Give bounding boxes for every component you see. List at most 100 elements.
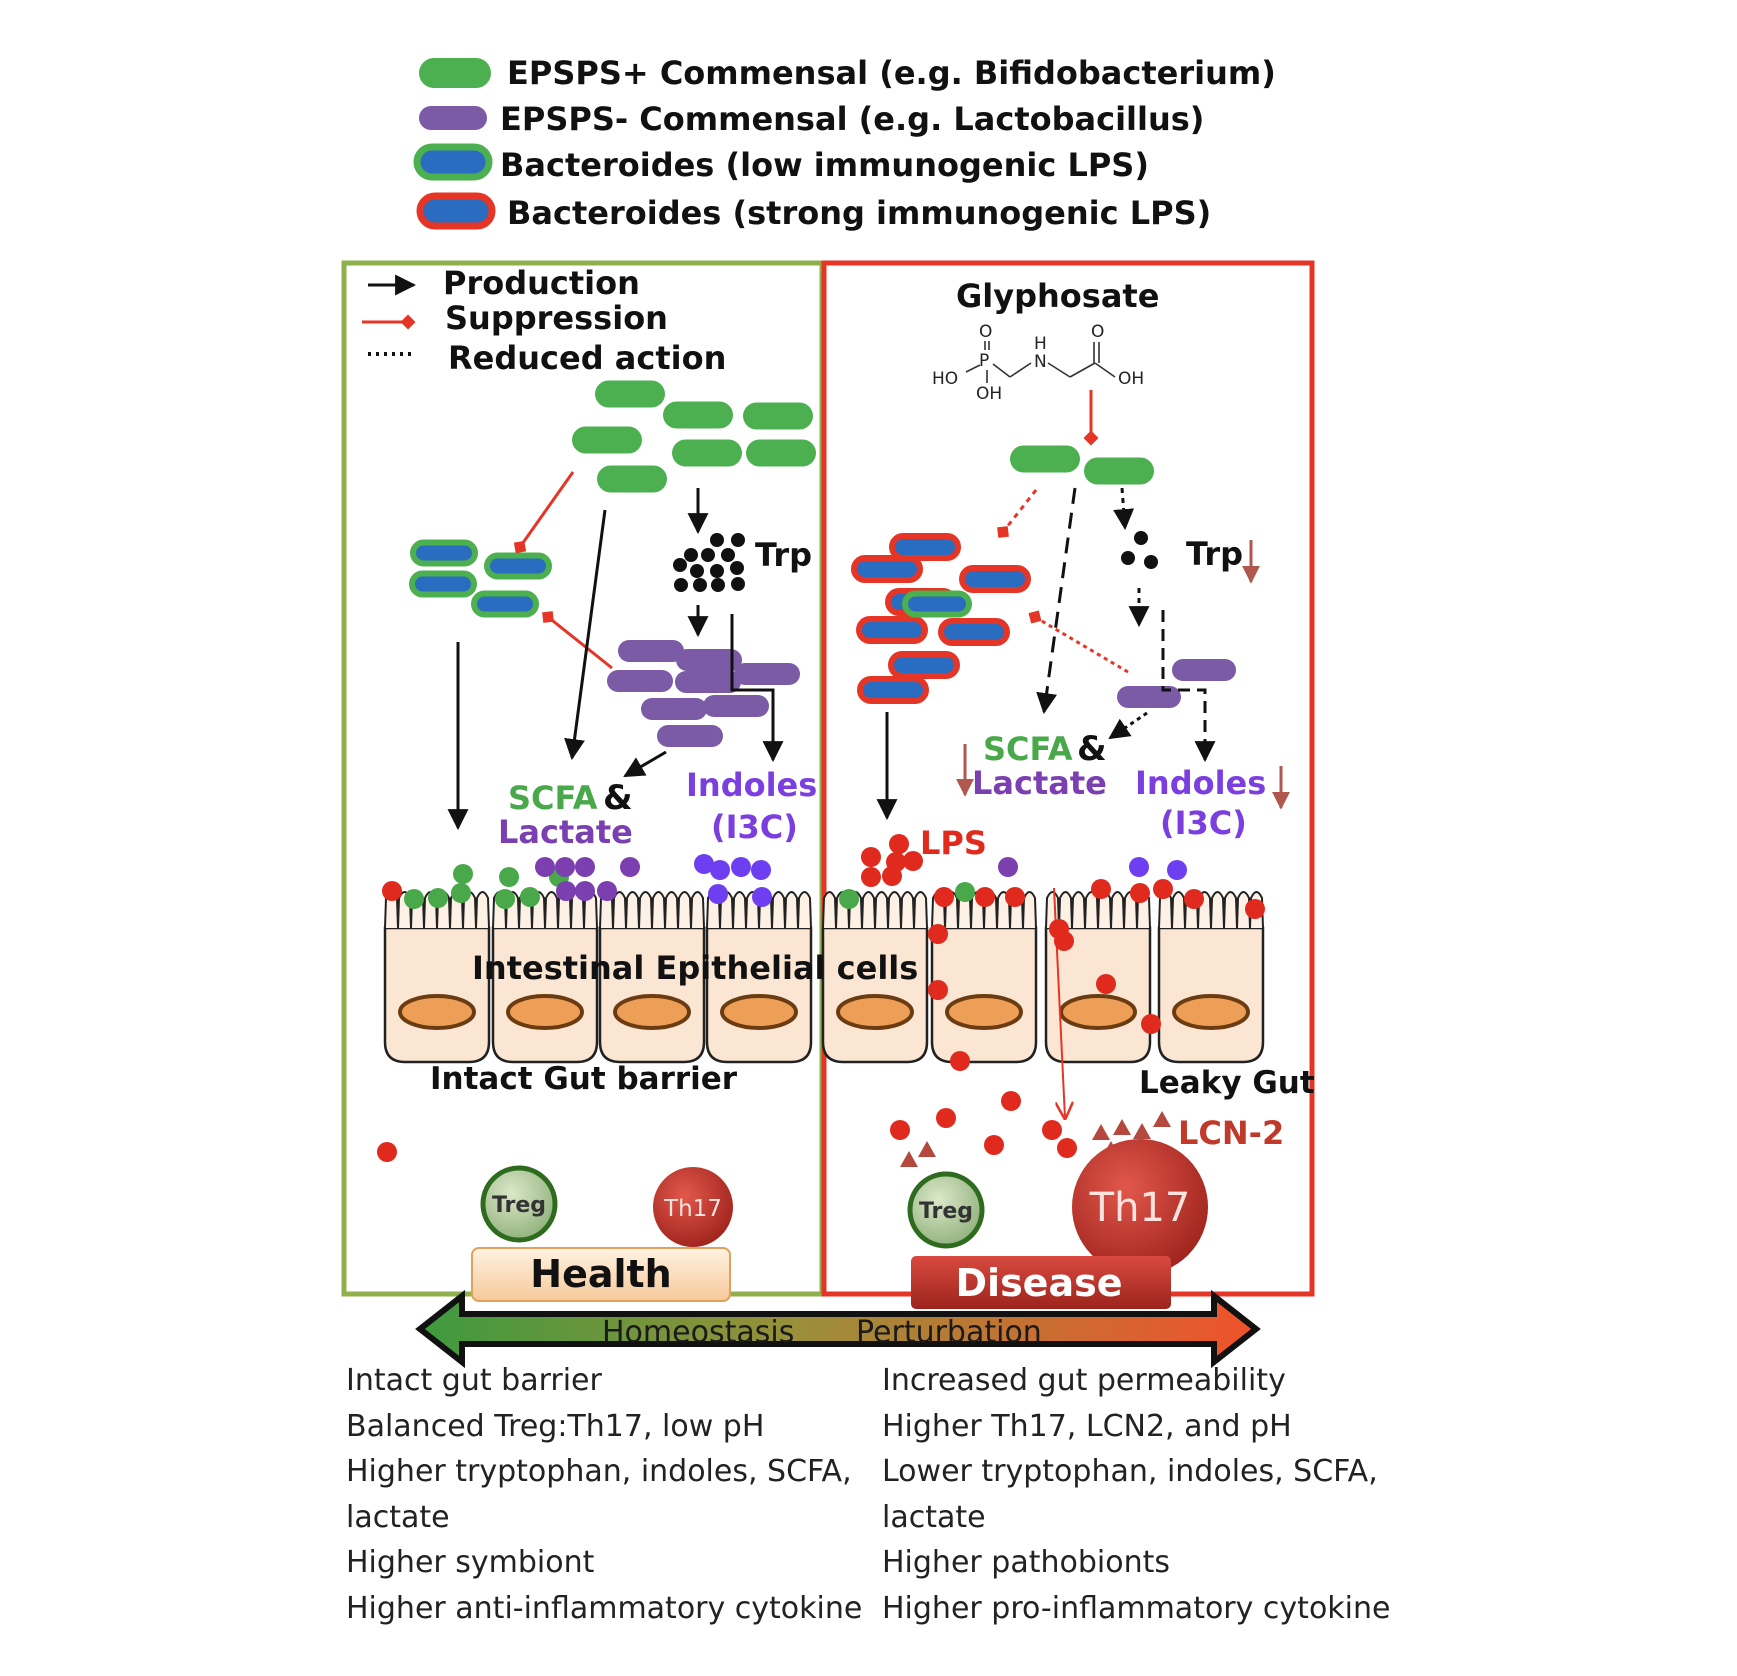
metabolite-dot [936,1108,956,1128]
cell-nucleus [398,994,476,1030]
trp-dot [711,578,725,592]
purple-bacterium [1172,659,1236,681]
th17-label-disease: Th17 [1089,1185,1191,1231]
legend-label-epsps-negative: EPSPS- Commensal (e.g. Lactobacillus) [500,100,1204,138]
trp-dot [673,558,687,572]
green-bacterium [743,402,813,430]
blue-green-bacterium-icon [413,143,493,181]
epithelial-cell [821,891,929,1064]
trp-label-disease: Trp [1186,535,1243,573]
treg-cell-disease: Treg [907,1171,985,1249]
legend-label-bacteroides-low: Bacteroides (low immunogenic LPS) [500,146,1149,184]
metabolite-dot [1129,857,1149,877]
production-arrow [623,750,667,778]
cell-nucleus [720,994,798,1030]
purple-bacterium [676,649,742,671]
metabolite-dot [555,857,575,877]
metabolite-dot [861,847,881,867]
metabolite-dot [556,881,576,901]
blue-red-bacterium-icon [416,192,496,230]
bacteroides-strong-lps [889,533,961,561]
lcn2-triangle [918,1141,936,1157]
metabolite-dot [1141,1014,1161,1034]
trp-dot [1144,555,1158,569]
lcn2-triangle [900,1151,918,1167]
summary-line: Higher symbiont [346,1545,595,1580]
metabolite-dot [428,888,448,908]
metabolite-dot [839,889,859,909]
purple-bacterium [703,695,769,717]
treg-cell-health: Treg [480,1165,558,1243]
purple-bacterium [618,640,684,662]
trp-dot [1121,551,1135,565]
summary-line: Higher anti-inflammatory cytokine [346,1590,863,1626]
reduced-suppression-arrow [1028,610,1129,674]
green-bacterium [1010,445,1080,473]
metabolite-dot [998,857,1018,877]
trp-label: Trp [755,536,812,574]
metabolite-dot [890,1120,910,1140]
leaky-gut-label: Leaky Gut [1139,1065,1315,1101]
lcn2-triangle [1092,1124,1110,1140]
metabolite-dot [520,887,540,907]
green-bacterium [672,439,742,467]
purple-bacterium [641,698,707,720]
metabolite-dot [928,980,948,1000]
lcn2-label: LCN-2 [1178,1114,1284,1152]
key-production: Production [443,264,640,302]
metabolite-dot [928,924,948,944]
purple-bacterium [675,671,741,693]
metabolite-dot [1245,899,1265,919]
legend-label-epsps-positive: EPSPS+ Commensal (e.g. Bifidobacterium) [507,54,1276,92]
purple-bacterium [1117,686,1181,708]
axis-right-label: Perturbation [856,1315,1042,1350]
trp-dot [701,548,715,562]
scfa-label: SCFA [508,779,598,817]
i3c-label: (I3C) [711,808,798,846]
cell-nucleus [506,994,584,1030]
metabolite-dots [377,834,1265,1162]
arrow-key: Production Suppression Reduced action [362,264,726,377]
chem-atom: HO [932,369,958,389]
health-badge-label: Health [530,1252,671,1296]
cell-nucleus [1059,994,1137,1030]
bacteroides-low-lps [409,570,477,598]
suppression-arrow [542,611,613,670]
trp-dot [710,533,724,547]
bacteroides-low-lps [410,539,478,567]
reduced-production-arrow [1161,610,1216,763]
tryptophan-dots-reduced [1121,531,1158,569]
summary-line: Higher pro-inflammatory cytokine [882,1590,1391,1626]
cell-nucleus [945,994,1023,1030]
green-bacterium [597,465,667,493]
disease-badge [911,1256,1171,1309]
intestinal-epithelium [383,891,1265,1064]
summary-line: Higher tryptophan, indoles, SCFA, [346,1454,852,1489]
reduced-production-arrow [1113,487,1135,531]
bacteroides-strong-lps [938,618,1010,646]
health-badge [471,1247,731,1302]
metabolite-dot [1153,879,1173,899]
lcn2-triangle [1133,1123,1151,1139]
summary-line: Higher pathobionts [882,1545,1170,1580]
summary-line: Balanced Treg:Th17, low pH [346,1408,765,1444]
metabolite-dot [575,881,595,901]
metabolite-dot [708,884,728,904]
tryptophan-dots [673,533,745,592]
summary-line: Intact gut barrier [346,1363,602,1398]
summary-line: Increased gut permeability [882,1363,1286,1398]
epithelial-cell [930,891,1038,1064]
metabolite-dot [903,851,923,871]
bacteroides-strong-lps [959,565,1031,593]
lcn2-triangle [1153,1111,1171,1127]
chem-atom: H [1034,334,1047,354]
trp-dot [731,533,745,547]
th17-label: Th17 [663,1196,722,1222]
metabolite-dot [710,860,730,880]
reduced-production-arrow [1036,487,1077,715]
trp-dot [674,578,688,592]
purple-bacterium [734,663,800,685]
glyphosate-structure: O P H N O HO OH OH [932,322,1144,404]
metabolite-dot [1096,974,1116,994]
epithelial-cell [598,891,706,1064]
